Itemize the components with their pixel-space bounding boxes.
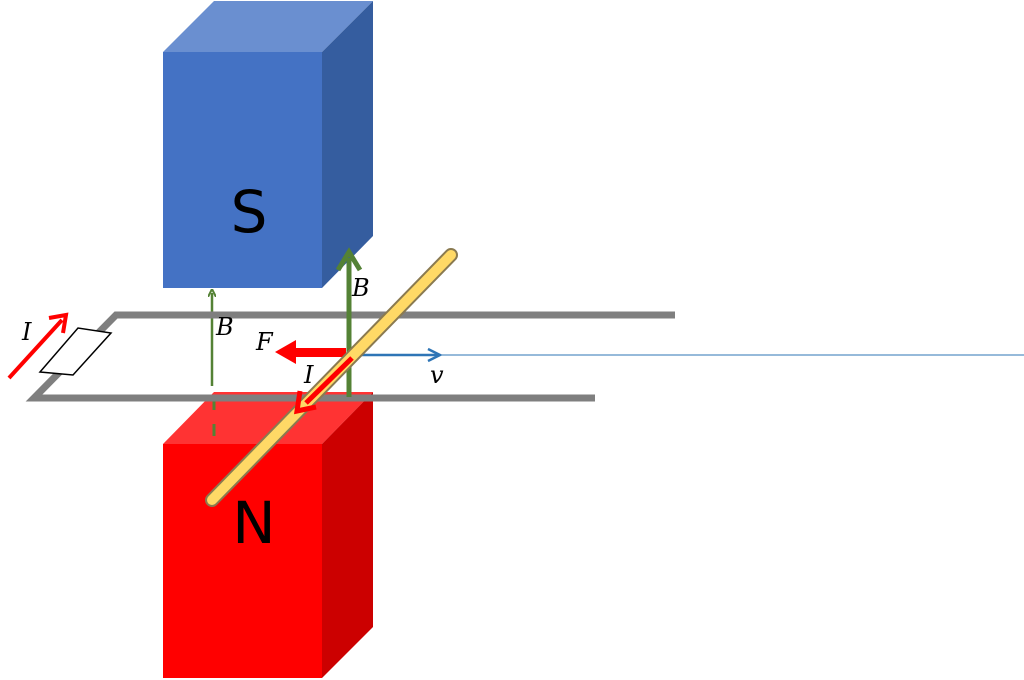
field-arrow-right-head bbox=[335, 247, 363, 272]
magnet-south-label: S bbox=[231, 178, 268, 246]
rod-current-arrow-head bbox=[293, 390, 317, 415]
label-field-left: B bbox=[215, 313, 234, 341]
field-arrow-right bbox=[335, 247, 363, 397]
velocity-arrow bbox=[360, 347, 443, 363]
magnet-south-top-face bbox=[163, 1, 373, 52]
power-source-box bbox=[38, 327, 113, 376]
magnet-south: S bbox=[163, 1, 373, 288]
magnet-north-side-face bbox=[322, 392, 373, 678]
label-force: F bbox=[255, 328, 274, 356]
field-line-left bbox=[212, 293, 214, 436]
velocity-arrow-head bbox=[427, 347, 443, 363]
source-current-arrow-shaft bbox=[7, 318, 64, 380]
source-current-arrow bbox=[7, 312, 69, 380]
force-arrow-shaft bbox=[294, 348, 346, 357]
label-field-right: B bbox=[351, 274, 370, 302]
label-current-source: I bbox=[21, 318, 32, 346]
source-current-arrow-head bbox=[48, 312, 69, 334]
force-arrow-head bbox=[275, 340, 296, 364]
label-current-rod: I bbox=[303, 361, 314, 389]
label-velocity: v bbox=[430, 361, 444, 389]
force-arrow bbox=[275, 340, 346, 364]
magnet-north-front-face bbox=[163, 444, 322, 678]
rod-current-arrow-shaft bbox=[304, 356, 354, 405]
rod-current-arrow bbox=[293, 356, 354, 415]
magnet-north-label: N bbox=[232, 489, 275, 557]
magnet-south-front-face bbox=[163, 52, 322, 288]
magnet-south-side-face bbox=[322, 1, 373, 288]
